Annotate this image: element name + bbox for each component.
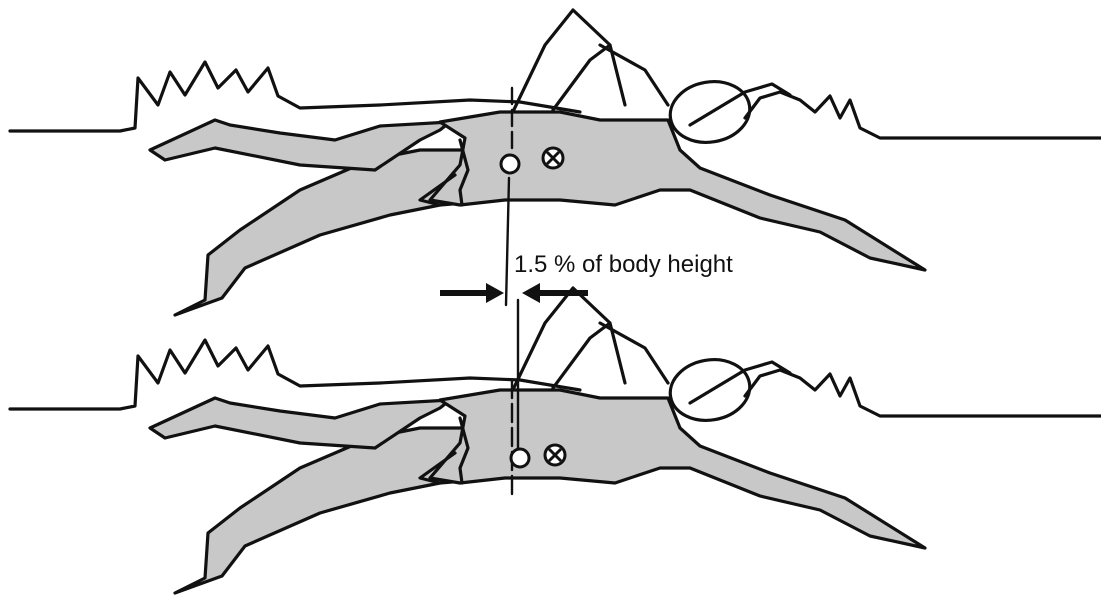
- mass-center-icon: [543, 148, 563, 168]
- buoyancy-center-icon: [501, 155, 519, 173]
- mass-center-icon-bottom: [545, 445, 565, 465]
- bottom-swimmer-figure: [10, 288, 1101, 593]
- buoyancy-center-icon-bottom: [511, 449, 529, 467]
- offset-arrows: [440, 283, 588, 303]
- offset-label: 1.5 % of body height: [514, 251, 733, 278]
